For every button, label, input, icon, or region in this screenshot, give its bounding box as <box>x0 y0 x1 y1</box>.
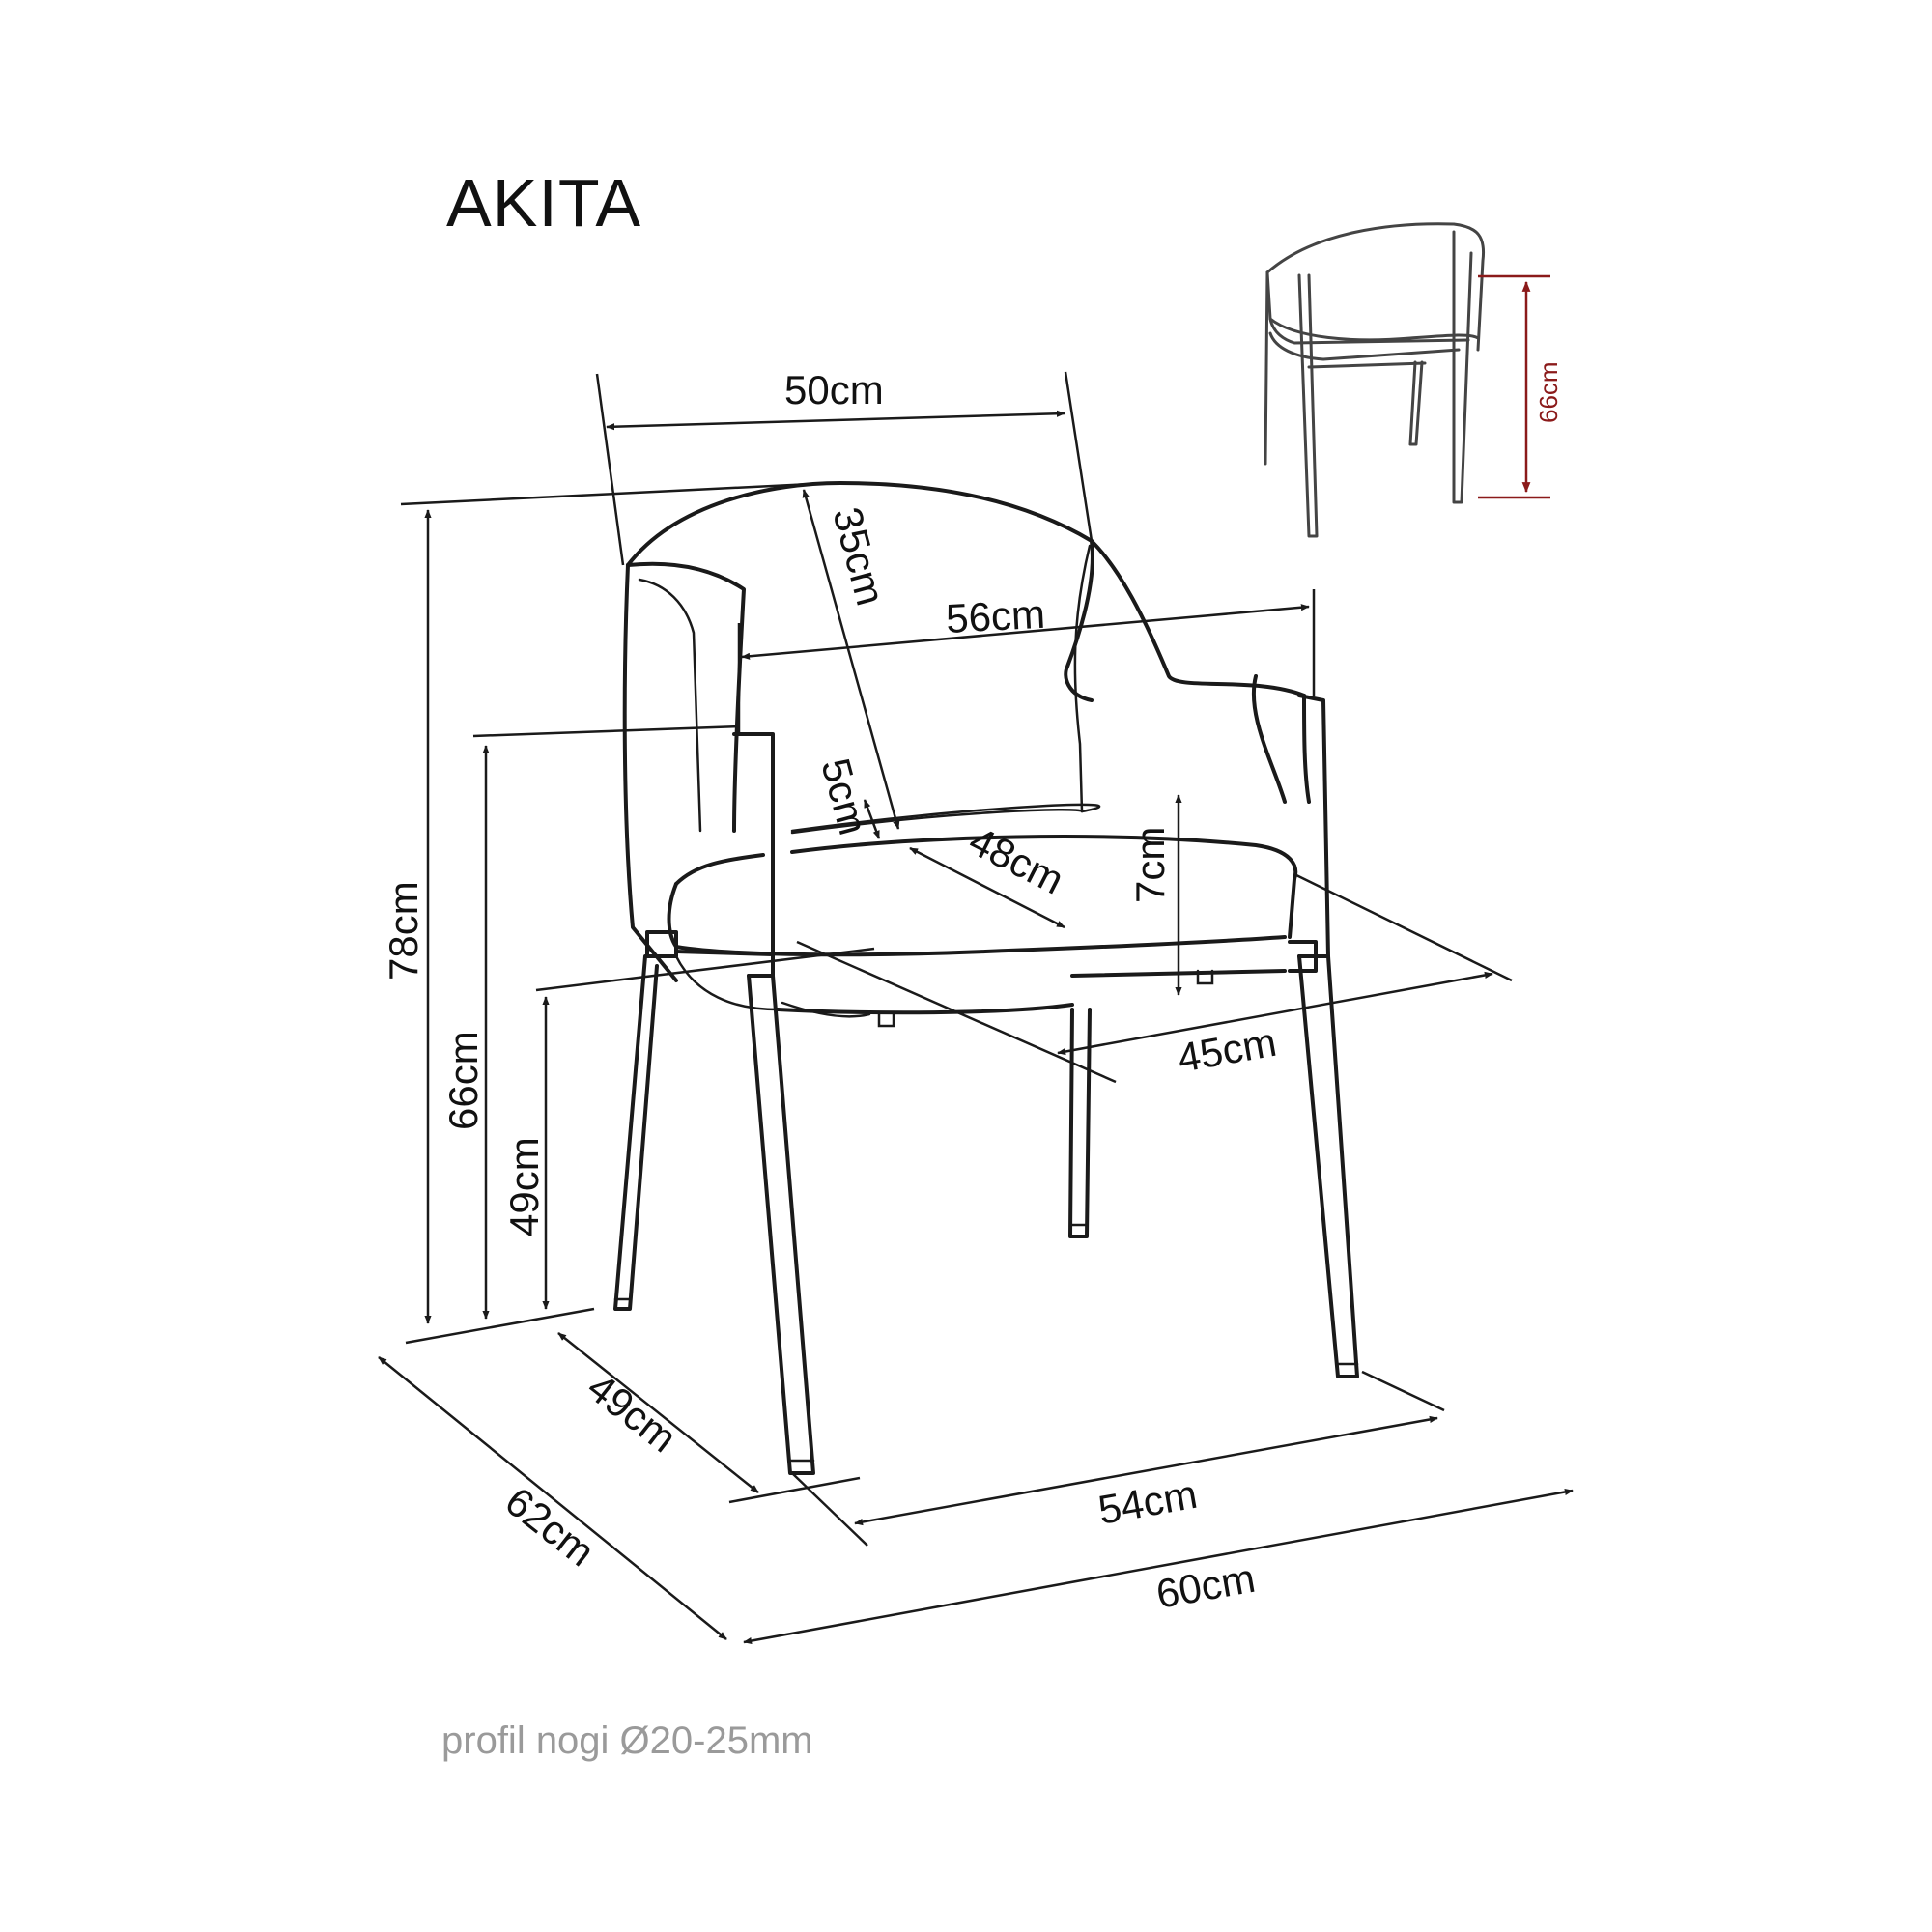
dim-arm-width <box>741 604 1310 660</box>
leg-profile-note: profil nogi Ø20-25mm <box>441 1719 813 1762</box>
dim-total-depth <box>378 1356 727 1640</box>
label-arm-height: 66cm <box>440 1031 486 1130</box>
label-top-width: 50cm <box>784 367 884 412</box>
label-seat-depth: 48cm <box>962 817 1071 903</box>
label-arm-width: 56cm <box>945 591 1046 641</box>
ext-top-right <box>1064 371 1094 542</box>
dimension-lines <box>378 371 1574 1645</box>
label-inset-height: 66cm <box>1534 361 1563 423</box>
dim-seat-depth <box>909 846 1065 929</box>
chair-outline <box>613 481 1359 1475</box>
label-total-depth: 62cm <box>497 1478 603 1575</box>
dim-seat-width <box>1057 971 1493 1056</box>
ext-top-left <box>595 373 625 566</box>
label-side-height: 7cm <box>1127 827 1173 903</box>
label-back-height: 35cm <box>824 502 894 610</box>
dim-top-width <box>606 410 1065 431</box>
product-title: AKITA <box>446 165 642 241</box>
label-seat-height: 49cm <box>501 1137 547 1236</box>
label-base-depth: 49cm <box>579 1364 685 1461</box>
dimension-labels: 50cm 35cm 56cm 5cm 48cm 7cm 45cm 78cm 66… <box>381 367 1280 1617</box>
label-total-height: 78cm <box>381 881 426 980</box>
dim-seat-thickness <box>863 799 881 839</box>
label-base-width: 54cm <box>1094 1471 1200 1533</box>
dim-total-width <box>743 1488 1574 1645</box>
inset-chair-sketch: 66cm <box>1264 222 1563 538</box>
